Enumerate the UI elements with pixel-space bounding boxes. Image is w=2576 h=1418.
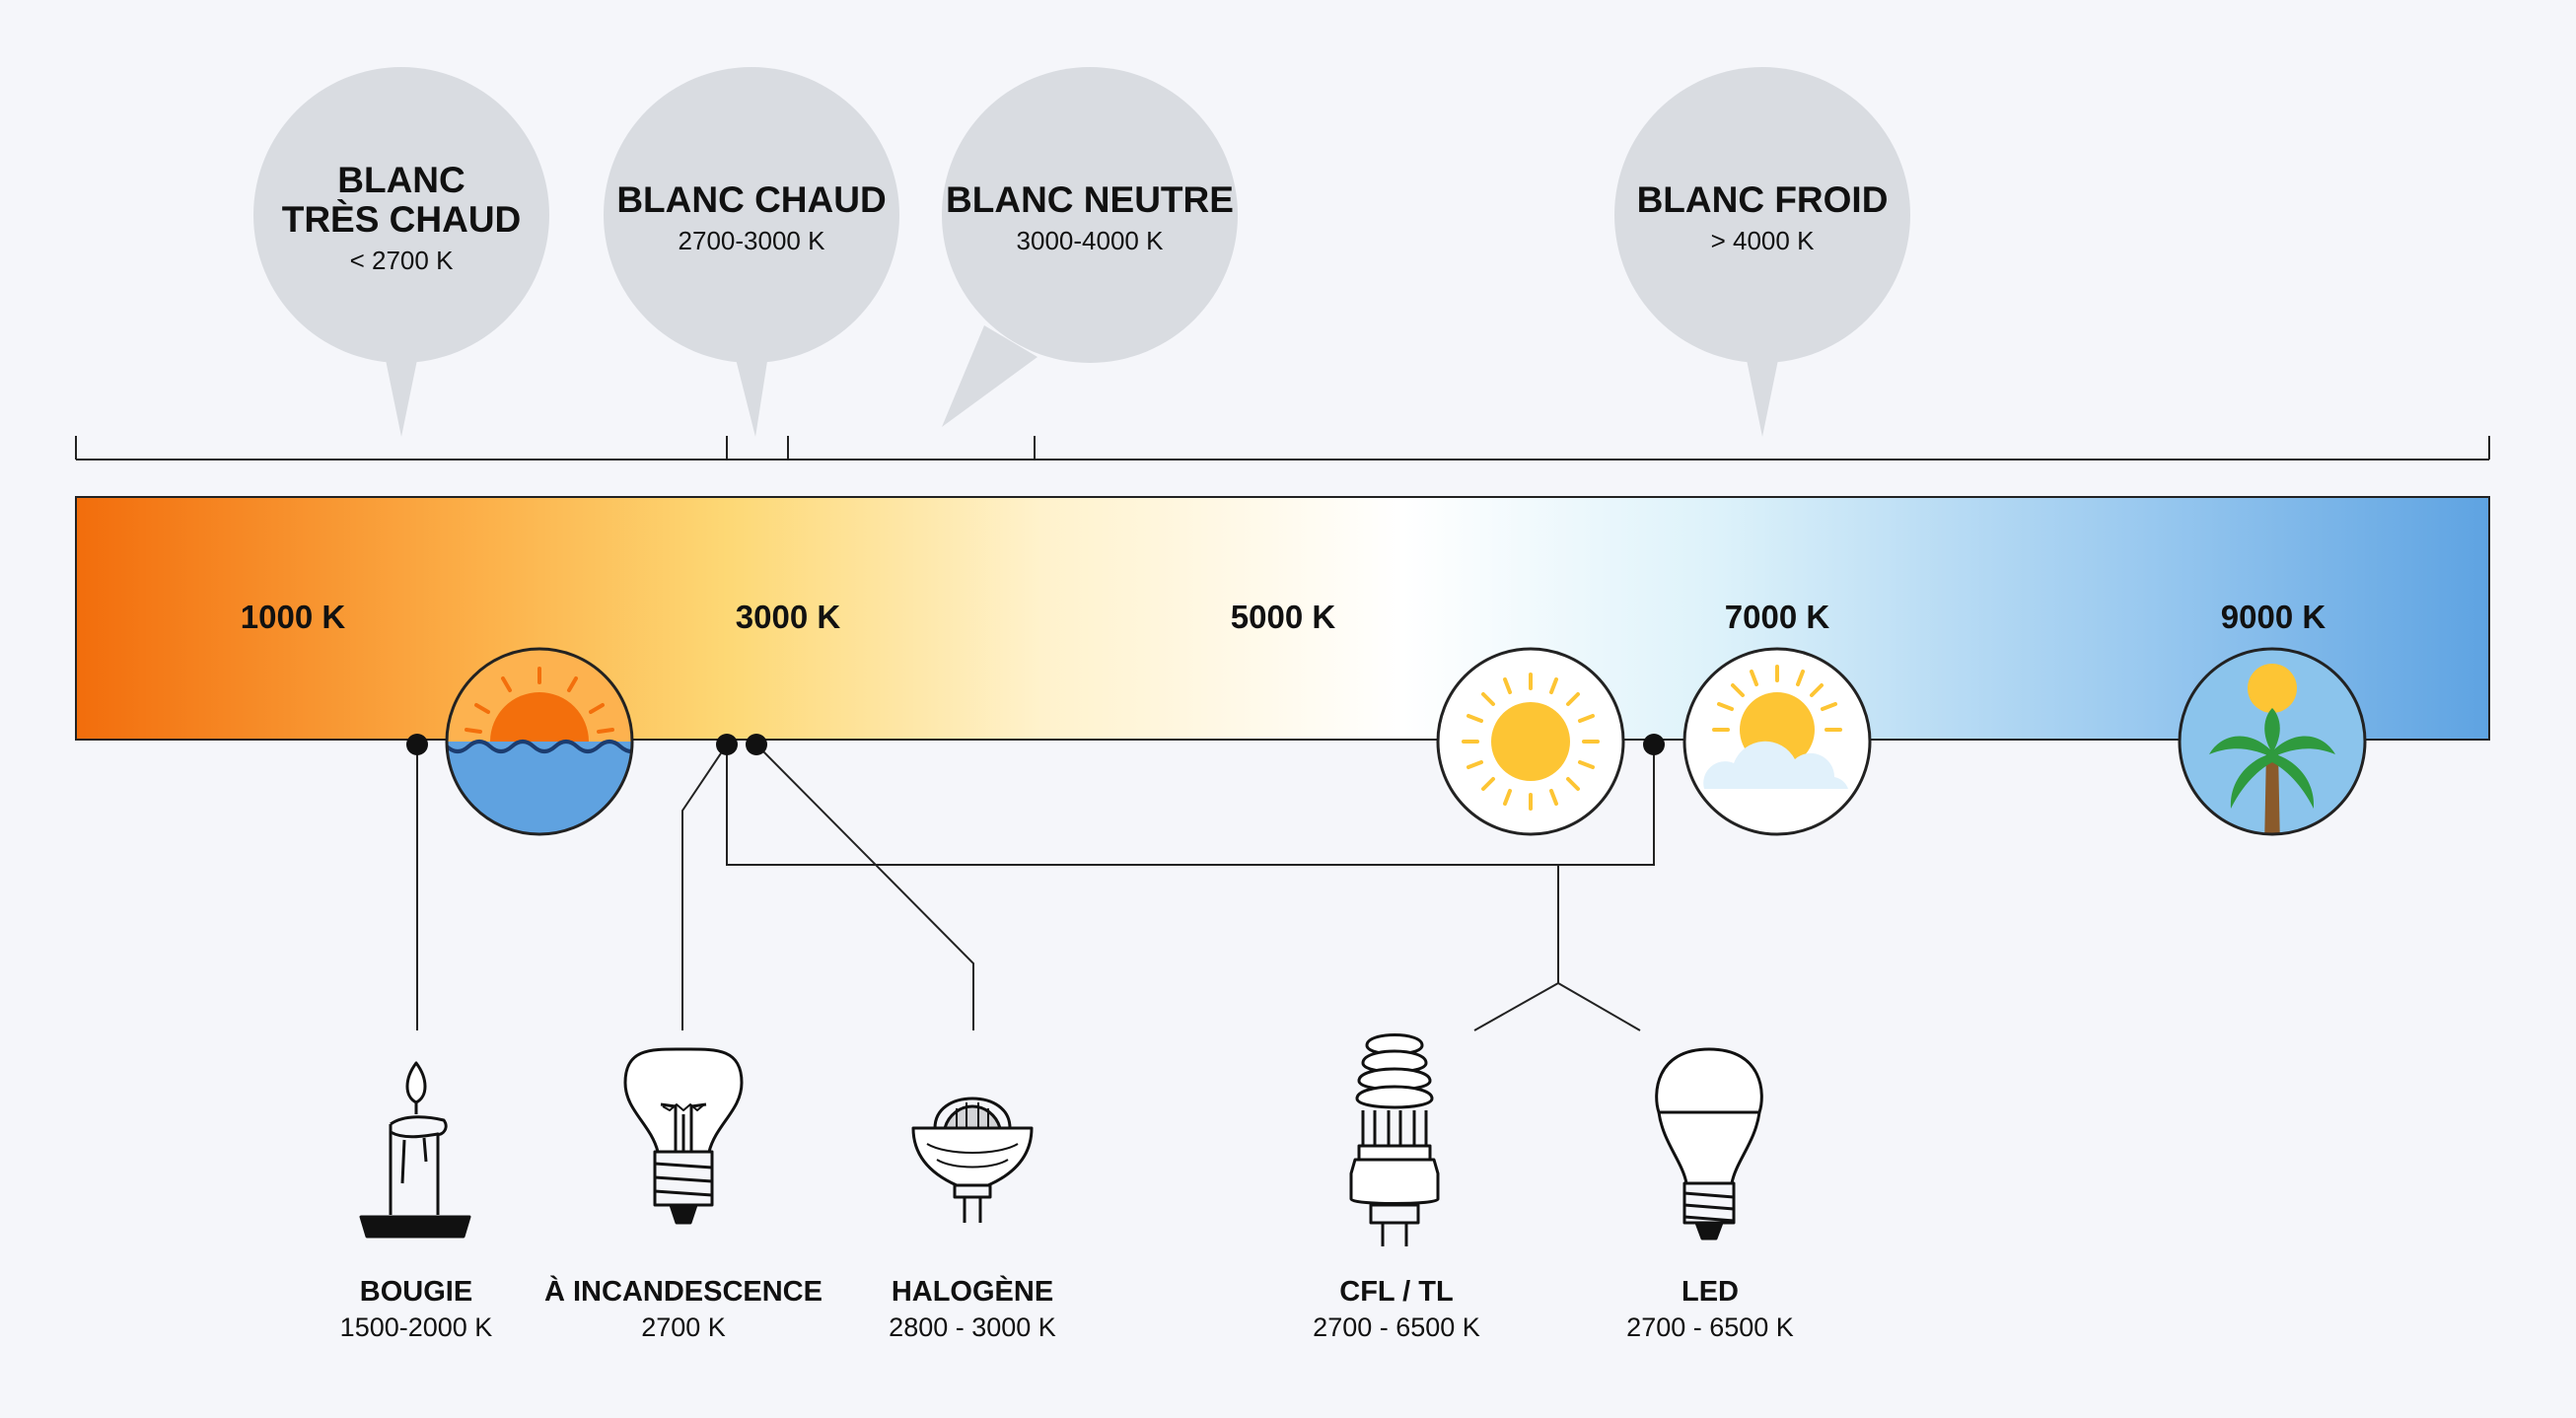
bubble-title: BLANC CHAUD xyxy=(616,179,887,220)
bubble-title: BLANC NEUTRE xyxy=(946,179,1234,220)
bubble-neutre-label: BLANC NEUTRE 3000-4000 K xyxy=(942,180,1238,257)
device-name: HALOGÈNE xyxy=(891,1276,1054,1308)
bubble-range: 3000-4000 K xyxy=(1016,226,1164,255)
bubble-chaud xyxy=(604,67,899,437)
sun-icon xyxy=(1436,647,1625,836)
bubble-title-line2: TRÈS CHAUD xyxy=(281,199,522,240)
cfl-bulb-icon xyxy=(1349,1033,1440,1246)
scale-label-1000k: 1000 K xyxy=(240,599,346,635)
connector-dots xyxy=(406,734,1665,755)
device-range: 2700 - 6500 K xyxy=(1626,1312,1794,1342)
connector-lines xyxy=(416,744,1655,1031)
device-name: À INCANDESCENCE xyxy=(544,1276,823,1308)
scale-label-9000k: 9000 K xyxy=(2220,599,2326,635)
incandescent-bulb-icon xyxy=(623,1047,744,1225)
bubble-froid xyxy=(1614,67,1910,437)
device-led: LED 2700 - 6500 K xyxy=(1562,1274,1858,1345)
candle-icon xyxy=(359,1061,471,1239)
range-brackets xyxy=(75,436,2490,461)
bubble-title: BLANC xyxy=(337,160,465,200)
device-range: 2700 K xyxy=(641,1312,726,1342)
led-bulb-icon xyxy=(1655,1047,1763,1241)
scale-label-3000k: 3000 K xyxy=(735,599,841,635)
sun-cloud-icon xyxy=(1682,647,1872,836)
bubble-froid-label: BLANC FROID > 4000 K xyxy=(1614,180,1910,257)
palm-tree-icon xyxy=(2178,647,2367,836)
device-name: CFL / TL xyxy=(1339,1276,1454,1308)
bubble-tres-chaud-label: BLANC TRÈS CHAUD < 2700 K xyxy=(253,161,549,277)
device-name: LED xyxy=(1682,1276,1739,1308)
bubble-title: BLANC FROID xyxy=(1636,179,1889,220)
device-halogene: HALOGÈNE 2800 - 3000 K xyxy=(824,1274,1120,1345)
bubble-range: 2700-3000 K xyxy=(678,226,825,255)
device-name: BOUGIE xyxy=(359,1276,473,1308)
bubble-tres-chaud xyxy=(253,67,549,437)
device-bougie: BOUGIE 1500-2000 K xyxy=(268,1274,564,1345)
device-range: 1500-2000 K xyxy=(339,1312,493,1342)
bubble-range: < 2700 K xyxy=(349,246,454,275)
halogen-bulb-icon xyxy=(911,1097,1034,1223)
bubble-neutre xyxy=(942,67,1238,427)
scale-label-7000k: 7000 K xyxy=(1724,599,1830,635)
bubble-chaud-label: BLANC CHAUD 2700-3000 K xyxy=(604,180,899,257)
device-range: 2700 - 6500 K xyxy=(1313,1312,1480,1342)
device-cfl: CFL / TL 2700 - 6500 K xyxy=(1249,1274,1544,1345)
device-incandescence: À INCANDESCENCE 2700 K xyxy=(536,1274,831,1345)
scale-label-5000k: 5000 K xyxy=(1230,599,1336,635)
device-range: 2800 - 3000 K xyxy=(889,1312,1056,1342)
bubble-range: > 4000 K xyxy=(1710,226,1815,255)
